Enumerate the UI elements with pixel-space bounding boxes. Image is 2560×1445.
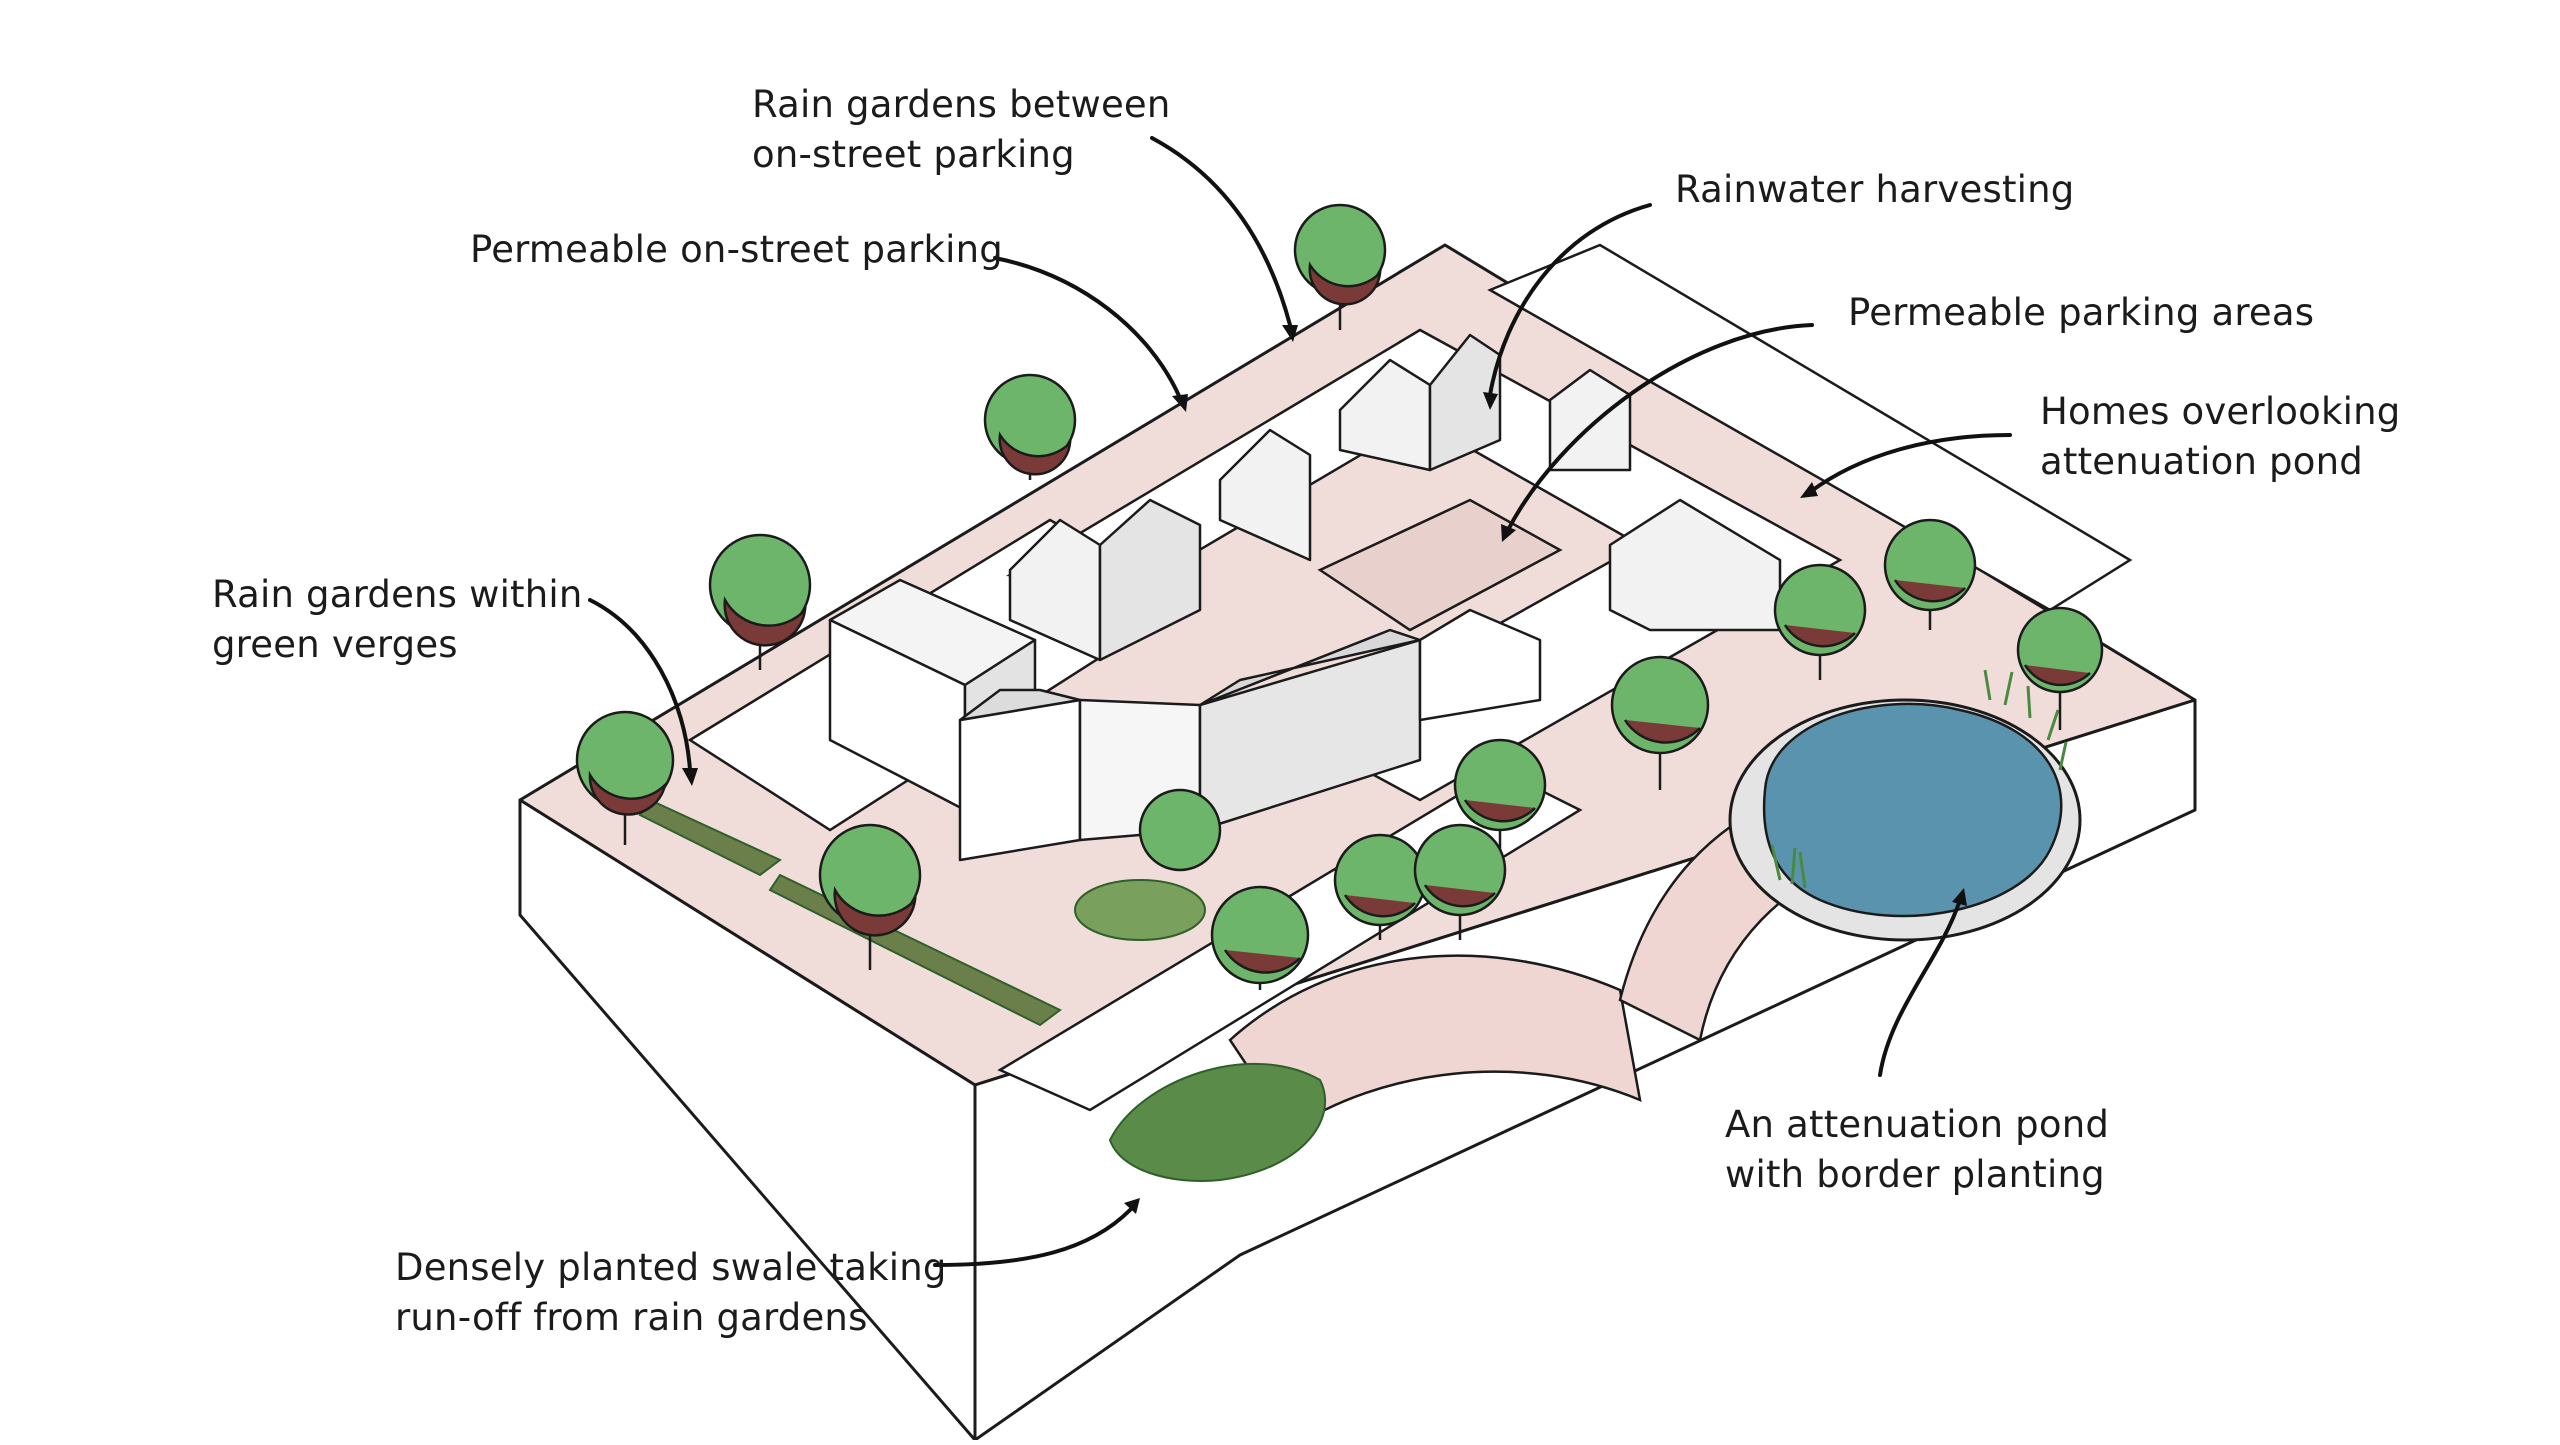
- label-line: Densely planted swale taking: [395, 1243, 947, 1293]
- label-line: with border planting: [1725, 1150, 2109, 1200]
- tree: [985, 375, 1075, 480]
- label-line: An attenuation pond: [1725, 1100, 2109, 1150]
- label-densely-planted-swale: Densely planted swale taking run-off fro…: [395, 1243, 947, 1343]
- arrow-rain-gardens-between: [1152, 138, 1290, 325]
- label-line: run-off from rain gardens: [395, 1293, 947, 1343]
- label-rain-gardens-between: Rain gardens between on-street parking: [752, 80, 1171, 180]
- label-line: Rain gardens between: [752, 80, 1171, 130]
- tree: [1140, 790, 1220, 870]
- label-line: Permeable on-street parking: [470, 225, 1003, 275]
- label-line: attenuation pond: [2040, 437, 2400, 487]
- pond-water: [1764, 704, 2061, 916]
- label-homes-overlooking: Homes overlooking attenuation pond: [2040, 387, 2400, 487]
- label-line: Rainwater harvesting: [1675, 165, 2074, 215]
- label-line: Permeable parking areas: [1848, 288, 2314, 338]
- label-permeable-on-street: Permeable on-street parking: [470, 225, 1003, 275]
- label-rainwater-harvesting: Rainwater harvesting: [1675, 165, 2074, 215]
- label-line: green verges: [212, 620, 583, 670]
- label-attenuation-pond: An attenuation pond with border planting: [1725, 1100, 2109, 1200]
- label-line: Homes overlooking: [2040, 387, 2400, 437]
- label-line: Rain gardens within: [212, 570, 583, 620]
- label-rain-gardens-within: Rain gardens within green verges: [212, 570, 583, 670]
- label-permeable-parking-areas: Permeable parking areas: [1848, 288, 2314, 338]
- roundabout-garden: [1075, 880, 1205, 940]
- label-line: on-street parking: [752, 130, 1171, 180]
